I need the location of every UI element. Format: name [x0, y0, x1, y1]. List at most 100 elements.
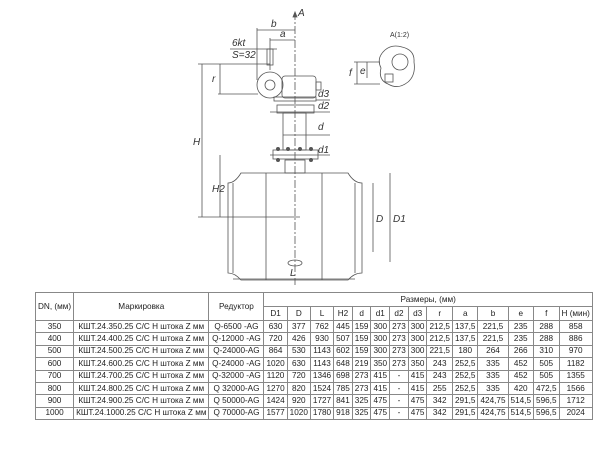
label-detail: A(1:2): [390, 32, 409, 39]
table-cell: КШТ.24.500.25 С/С Н штока Z мм: [73, 344, 210, 359]
table-cell: Q-6500 -AG: [208, 319, 265, 334]
table-cell: 505: [533, 369, 560, 383]
table-cell: 1270: [263, 381, 288, 396]
table-cell: 219: [351, 357, 372, 371]
table-cell: КШТ.24.350.25 С/С Н штока Z мм: [73, 319, 210, 334]
table-cell: 300: [407, 332, 428, 346]
table-cell: Q-12000 -AG: [208, 332, 265, 346]
table-cell: 920: [286, 394, 311, 408]
table-cell: 1566: [558, 381, 593, 396]
table-cell: 1524: [309, 381, 335, 396]
table-cell: 137,5: [451, 332, 479, 346]
table-cell: 700: [34, 369, 75, 383]
label-L: L: [290, 268, 296, 279]
header-size-col: H2: [333, 306, 353, 321]
table-cell: 300: [407, 319, 428, 334]
table-cell: 252,5: [451, 357, 479, 371]
table-cell: 1020: [263, 357, 288, 371]
table-cell: 243: [426, 369, 453, 383]
table-cell: 273: [389, 332, 409, 346]
table-cell: 1712: [558, 394, 593, 408]
dimensions-table: DN, (мм) Маркировка Редуктор Размеры, (м…: [34, 292, 593, 421]
table-cell: 243: [426, 357, 453, 371]
table-cell: 452: [507, 357, 535, 371]
table-cell: 970: [558, 344, 593, 359]
table-cell: 137,5: [451, 319, 479, 334]
table-cell: 445: [333, 319, 353, 334]
header-size-col: r: [426, 306, 453, 321]
table-cell: 273: [389, 319, 409, 334]
table-cell: 698: [333, 369, 353, 383]
table-cell: 762: [309, 319, 335, 334]
header-size-col: d2: [389, 306, 409, 321]
table-cell: Q-32000 -AG: [208, 369, 265, 383]
gearbox: [281, 75, 317, 99]
table-cell: 858: [558, 319, 593, 334]
table-cell: 350: [407, 357, 428, 371]
table-cell: 886: [558, 332, 593, 346]
label-d1: d1: [318, 145, 329, 156]
table-cell: 235: [507, 332, 535, 346]
header-marking: Маркировка: [73, 292, 210, 321]
table-cell: 648: [333, 357, 353, 371]
table-cell: 424,75: [477, 406, 509, 421]
table-cell: 273: [351, 381, 372, 396]
label-H: H: [193, 137, 201, 148]
table-cell: 475: [370, 394, 391, 408]
label-e: e: [360, 66, 366, 77]
table-cell: 785: [333, 381, 353, 396]
valve-body: [227, 172, 363, 281]
table-cell: 235: [507, 319, 535, 334]
table-cell: 1000: [34, 406, 75, 421]
label-d3: d3: [318, 89, 330, 100]
table-cell: 720: [263, 332, 288, 346]
table-cell: 377: [286, 319, 311, 334]
table-cell: 864: [263, 344, 288, 359]
table-cell: 273: [389, 344, 409, 359]
table-cell: 291,5: [451, 406, 479, 421]
header-size-col: d: [351, 306, 372, 321]
table-cell: 221,5: [426, 344, 453, 359]
table-cell: 415: [407, 369, 428, 383]
table-cell: 596,5: [533, 406, 560, 421]
table-cell: 159: [351, 319, 372, 334]
table-cell: 507: [333, 332, 353, 346]
header-size-col: f: [533, 306, 560, 321]
table-cell: 530: [286, 344, 311, 359]
table-cell: 2024: [558, 406, 593, 421]
table-cell: 252,5: [451, 381, 479, 396]
table-cell: 273: [351, 369, 372, 383]
table-cell: 820: [286, 381, 311, 396]
table-cell: 335: [477, 369, 509, 383]
table-cell: 342: [426, 406, 453, 421]
table-cell: 630: [263, 319, 288, 334]
table-cell: 475: [407, 406, 428, 421]
table-cell: 475: [407, 394, 428, 408]
table-cell: 325: [351, 394, 372, 408]
table-cell: 325: [351, 406, 372, 421]
table-cell: 420: [507, 381, 535, 396]
table-cell: 300: [370, 332, 391, 346]
header-reducer: Редуктор: [208, 292, 265, 321]
table-cell: 841: [333, 394, 353, 408]
label-key: 6kt: [232, 38, 247, 49]
table-cell: 300: [370, 319, 391, 334]
table-cell: 630: [286, 357, 311, 371]
table-cell: 720: [286, 369, 311, 383]
table-cell: 180: [451, 344, 479, 359]
table-cell: 264: [477, 344, 509, 359]
table-cell: КШТ.24.400.25 С/С Н штока Z мм: [73, 332, 210, 346]
table-cell: -: [389, 406, 409, 421]
table-cell: 505: [533, 357, 560, 371]
header-size-col: b: [477, 306, 509, 321]
label-a: a: [280, 29, 286, 40]
table-cell: 424,75: [477, 394, 509, 408]
table-cell: 159: [351, 332, 372, 346]
table-cell: 159: [351, 344, 372, 359]
table-cell: 350: [34, 319, 75, 334]
table-cell: 514,5: [507, 394, 535, 408]
table-cell: -: [389, 394, 409, 408]
